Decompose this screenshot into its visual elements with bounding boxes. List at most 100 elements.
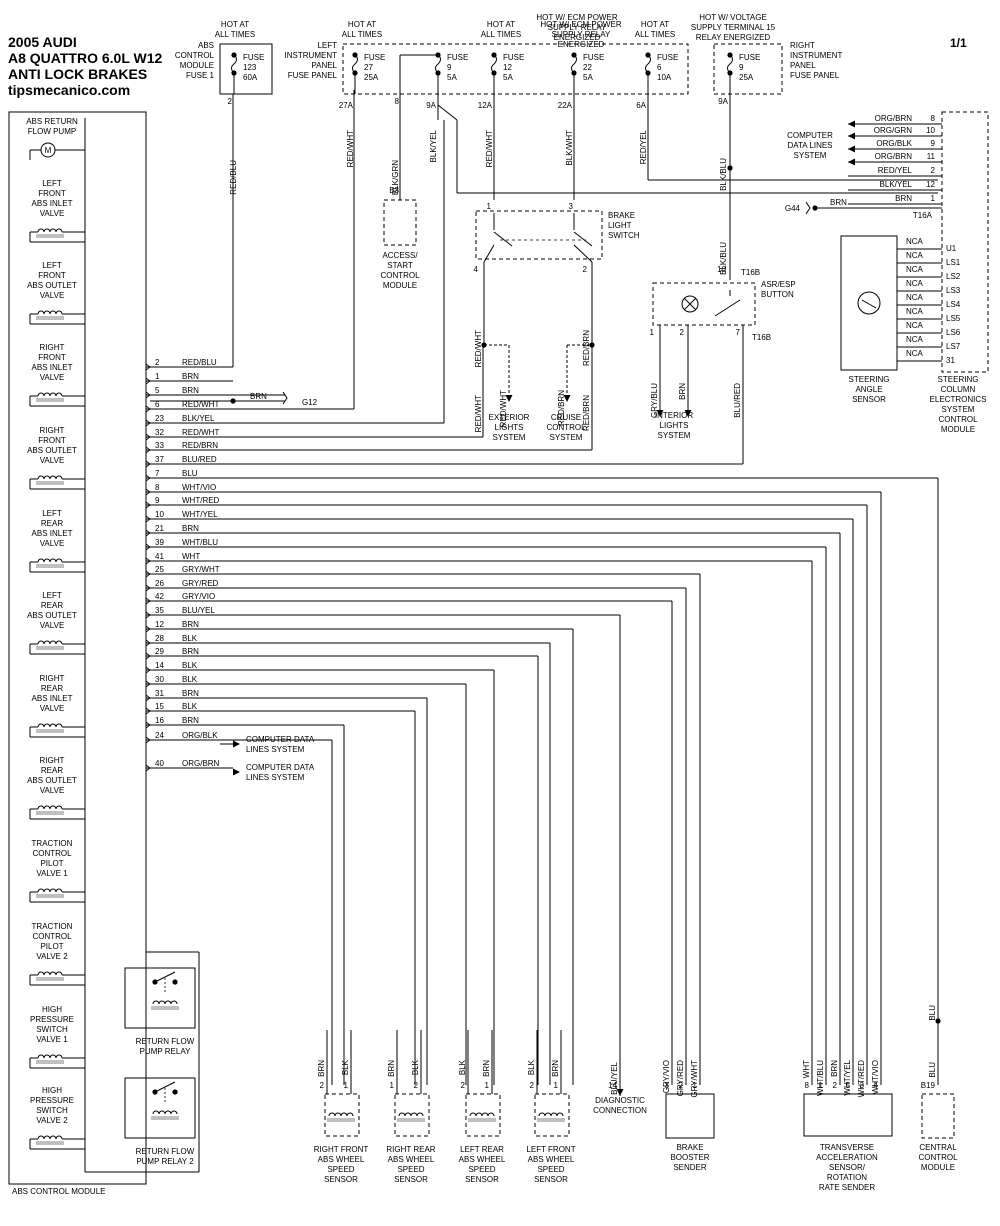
component-label: ELECTRONICS (930, 395, 987, 404)
fuse-label: 27 (364, 63, 373, 72)
component-label: VALVE (40, 291, 65, 300)
component-label: MODULE (941, 425, 975, 434)
wire-color-label: GRY/RED (182, 579, 219, 588)
component-label: VALVE (40, 373, 65, 382)
component-label: LEFT (42, 509, 62, 518)
solenoid-coil-icon (37, 805, 63, 810)
component-label: STEERING (849, 375, 890, 384)
relay-contact (152, 1089, 158, 1095)
pin-number: 28 (155, 634, 164, 643)
relay-outline (124, 1077, 196, 1139)
component-label: ASR/ESP (761, 280, 796, 289)
wire-color-label: NCA (906, 265, 924, 274)
wire-color-label: RED/BRN (557, 390, 566, 426)
component-label: BOOSTER (670, 1153, 709, 1162)
brake-booster-sender (665, 1093, 715, 1139)
pin-number: 39 (155, 538, 164, 547)
system-label: CRUISE (551, 413, 581, 422)
data-lines-label: COMPUTER DATA (246, 735, 315, 744)
wire-color-label: RED/YEL (878, 166, 913, 175)
component-label: ABS OUTLET (27, 776, 77, 785)
fuse-label: 25A (739, 73, 754, 82)
fuse-label: 12 (503, 63, 512, 72)
pin-number: 25 (155, 565, 164, 574)
arrow-down-icon (616, 1089, 624, 1096)
component-label: VALVE (40, 539, 65, 548)
pin-number: 2 (583, 265, 588, 274)
pin-number: 2 (414, 1081, 419, 1090)
brake-light-switch-box (475, 210, 603, 260)
pin-number: 8 (155, 483, 160, 492)
pin-number: LS3 (946, 286, 961, 295)
system-label: SYSTEM (550, 433, 583, 442)
solenoid-coil-icon (37, 640, 63, 645)
component-label: SENDER (673, 1163, 707, 1172)
fuse-location-label: MODULE (180, 61, 214, 70)
wire-color-label: ORG/BLK (182, 731, 218, 740)
wire-color-label: BLU/YEL (182, 606, 215, 615)
header-line-1: 2005 AUDI (8, 34, 77, 50)
hot-label: ENERGIZED (554, 33, 601, 42)
pin-number: 15 (155, 702, 164, 711)
wire-color-label: WHT/BLU (816, 1060, 825, 1096)
solenoid-coil-icon (37, 723, 63, 728)
wire-color-label: BRN (387, 1060, 396, 1077)
angle-sensor-needle (861, 299, 877, 309)
fuse-label: 123 (243, 63, 257, 72)
component-label: LEFT FRONT (526, 1145, 575, 1154)
fuse-icon (231, 54, 237, 74)
component-label: RIGHT (40, 674, 65, 683)
component-label: ACCELERATION (816, 1153, 878, 1162)
fuse-location-label: LEFT (317, 41, 337, 50)
pin-number: 27A (339, 101, 354, 110)
component-label: VALVE (40, 621, 65, 630)
wire-color-label: GRY/VIO (182, 592, 215, 601)
fuse-label: FUSE (657, 53, 678, 62)
wire-color-label: WHT (182, 552, 200, 561)
pin-number: 31 (155, 689, 164, 698)
solenoid-coil-icon (37, 971, 63, 976)
header-line-2: A8 QUATTRO 6.0L W12 (8, 50, 163, 66)
hot-label: RELAY ENERGIZED (696, 33, 771, 42)
fuse-label: FUSE (739, 53, 760, 62)
pin-number: 2 (155, 358, 160, 367)
wire-color-label: GRY/RED (676, 1060, 685, 1097)
wire-color-label: BRN (182, 386, 199, 395)
pin-number: 6A (636, 101, 646, 110)
lamp-filament (683, 297, 697, 311)
arrow-down-icon (684, 410, 692, 417)
pin-number: 40 (155, 759, 164, 768)
wire-color-label: BRN (182, 647, 199, 656)
wire-color-label: NCA (906, 349, 924, 358)
component-label: REAR (41, 601, 63, 610)
fuse-label: 5A (503, 73, 513, 82)
component-label: LEFT (42, 261, 62, 270)
arrow-down-icon (563, 395, 571, 402)
wire-color-label: BRN (482, 1060, 491, 1077)
pin-number: 7 (736, 328, 741, 337)
pin-number: LS2 (946, 272, 961, 281)
switch-lead (573, 244, 593, 263)
relay-contact (152, 979, 158, 985)
system-label: CONTROL (546, 423, 586, 432)
hot-label: HOT AT (641, 20, 669, 29)
wire-color-label: BRN (678, 383, 687, 400)
component-label: ROTATION (827, 1173, 867, 1182)
component-label: VALVE 1 (36, 1035, 68, 1044)
component-label: ANGLE (855, 385, 882, 394)
component-label: SENSOR (394, 1175, 428, 1184)
pin-number: 9A (426, 101, 436, 110)
component-label: SENSOR (852, 395, 886, 404)
wire-color-label: BRN (182, 372, 199, 381)
pin-number: 5 (155, 386, 160, 395)
component-label: RIGHT (40, 426, 65, 435)
fuse-label: FUSE (583, 53, 604, 62)
component-label: CONNECTION (593, 1106, 647, 1115)
fuse-box (219, 43, 273, 95)
pin-number: 2 (461, 1081, 466, 1090)
fuse-terminal (571, 52, 577, 58)
hot-label: ALL TIMES (481, 30, 521, 39)
wire-color-label: GRY/VIO (662, 1060, 671, 1093)
wire-color-label: RED/BLU (182, 358, 217, 367)
pin-number: 11 (927, 152, 936, 161)
